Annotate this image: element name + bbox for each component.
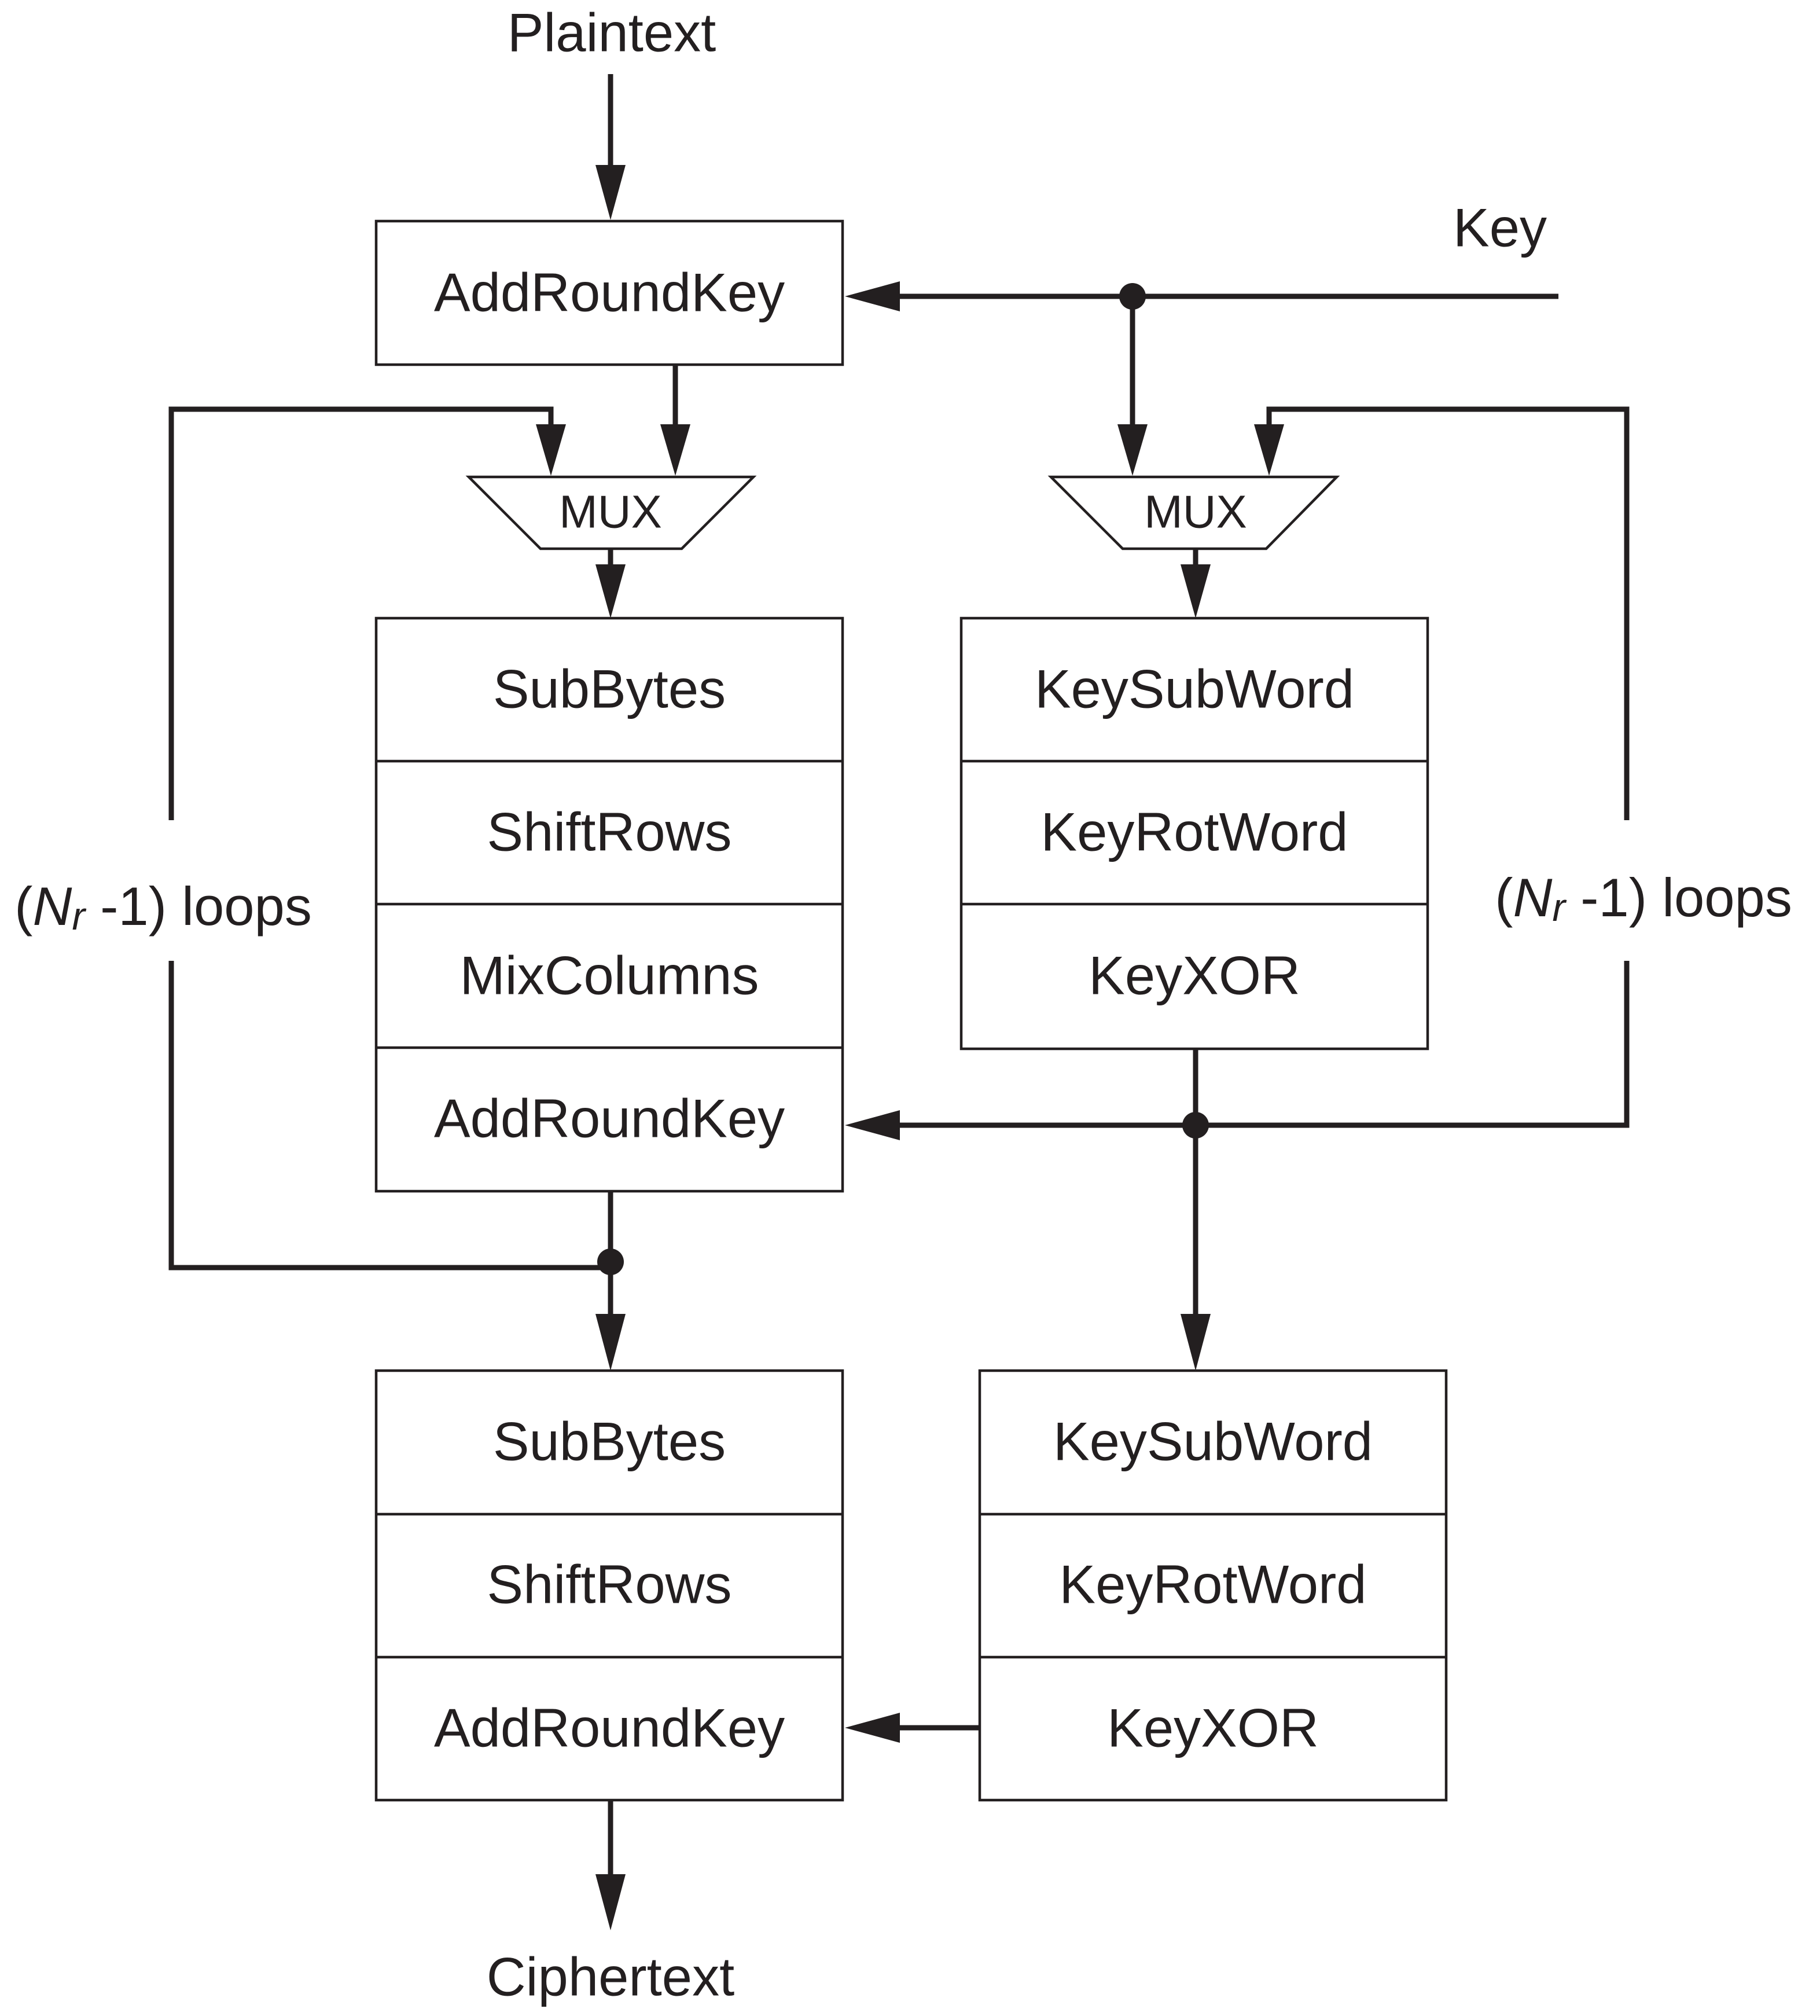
right-mux-shape [1047, 475, 1340, 550]
arrowhead-right-mux-out [1181, 564, 1211, 618]
ciphertext-label: Ciphertext [487, 1947, 734, 2007]
right-loops-rest: -1) loops [1565, 867, 1792, 928]
round-subbytes-label: SubBytes [493, 659, 726, 719]
junction-dot-key-loop [1182, 1112, 1209, 1139]
junction-dot-round-loop [597, 1248, 624, 1275]
final-key-block: KeySubWord KeyRotWord KeyXOR [978, 1369, 1448, 1802]
arrowhead-ark-to-mux [660, 424, 690, 476]
arrowhead-final-key-to-ark [845, 1713, 900, 1743]
final-shiftrows-label: ShiftRows [487, 1554, 731, 1615]
final-key-subword-label: KeySubWord [1053, 1411, 1373, 1472]
arrowhead-plaintext [595, 165, 626, 220]
key-subword-label: KeySubWord [1035, 659, 1354, 719]
final-subbytes-label: SubBytes [493, 1411, 726, 1472]
final-ark-label: AddRoundKey [434, 1698, 785, 1758]
left-mux-label: MUX [559, 486, 662, 538]
round-loop-block: SubBytes ShiftRows MixColumns AddRoundKe… [374, 616, 844, 1193]
final-key-rotword-label: KeyRotWord [1059, 1554, 1366, 1615]
connectors [168, 74, 1630, 1888]
key-label: Key [1453, 197, 1547, 258]
initial-ark-label: AddRoundKey [434, 262, 785, 323]
key-rotword-label: KeyRotWord [1040, 802, 1348, 862]
final-key-box [978, 1369, 1448, 1802]
left-loops-open: ( [14, 876, 32, 937]
left-loops-sub: r [72, 894, 86, 938]
right-loops-open: ( [1495, 867, 1513, 928]
key-xor-label: KeyXOR [1089, 945, 1300, 1006]
round-shiftrows-label: ShiftRows [487, 802, 731, 862]
right-loops-sub: r [1552, 886, 1567, 930]
right-loops-var: N [1513, 867, 1552, 928]
left-loop-lower-line [168, 961, 611, 1270]
arrowhead-to-final-subbytes [595, 1314, 626, 1371]
arrowhead-key-to-round-ark [845, 1110, 900, 1140]
right-mux-label: MUX [1144, 486, 1247, 538]
left-mux: MUX [465, 475, 757, 550]
left-mux-shape [465, 475, 757, 550]
arrowhead-left-loop-to-mux [536, 424, 566, 476]
arrowhead-to-final-keysubword [1181, 1314, 1211, 1371]
junction-dot-key [1119, 283, 1146, 310]
initial-add-round-key: AddRoundKey [374, 219, 844, 366]
arrowhead-ciphertext [595, 1874, 626, 1930]
right-loops-label: (Nr -1) loops [1495, 867, 1792, 930]
left-loops-rest: -1) loops [85, 876, 312, 937]
final-round-box [374, 1369, 844, 1802]
key-loop-block: KeySubWord KeyRotWord KeyXOR [959, 616, 1429, 1051]
arrowheads [536, 165, 1284, 1930]
right-loop-lower-line [894, 961, 1630, 1128]
final-round-block: SubBytes ShiftRows AddRoundKey [374, 1369, 844, 1802]
plaintext-label: Plaintext [508, 2, 716, 63]
round-mixcolumns-label: MixColumns [459, 945, 759, 1006]
arrowhead-left-mux-out [595, 564, 626, 618]
key-loop-box [959, 616, 1429, 1051]
arrowhead-key-to-ark [845, 281, 900, 311]
right-mux: MUX [1047, 475, 1340, 550]
final-key-xor-label: KeyXOR [1107, 1698, 1319, 1758]
arrowhead-key-to-mux [1117, 424, 1148, 476]
left-loops-var: N [32, 876, 72, 937]
arrowhead-right-loop-to-mux [1254, 424, 1284, 476]
round-ark-label: AddRoundKey [434, 1088, 785, 1149]
initial-ark-box [374, 219, 844, 366]
left-loops-label: (Nr -1) loops [14, 876, 312, 939]
